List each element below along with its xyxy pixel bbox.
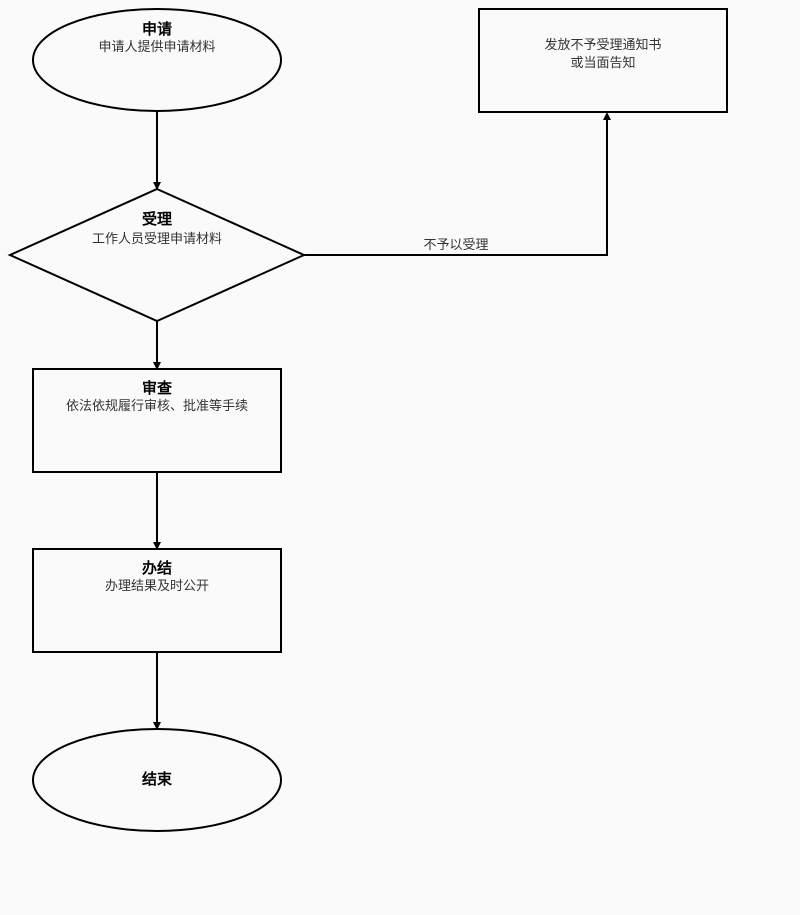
- node-end-title: 结束: [142, 770, 173, 788]
- node-accept: 受理 工作人员受理申请材料: [7, 187, 307, 323]
- reject-box: [478, 8, 728, 113]
- edge-reject-label: 不予以受理: [423, 238, 488, 253]
- node-accept-subtitle: 工作人员受理申请材料: [92, 232, 222, 247]
- node-apply-title: 申请: [142, 20, 172, 38]
- node-apply: 申请 申请人提供申请材料: [32, 8, 282, 112]
- node-apply-subtitle: 申请人提供申请材料: [98, 39, 215, 55]
- node-review-title: 审查: [142, 379, 173, 397]
- node-accept-title: 受理: [142, 210, 172, 228]
- node-reject-line1: 发放不予受理通知书: [544, 37, 661, 53]
- node-complete-title: 办结: [142, 559, 172, 577]
- node-complete: 办结 办理结果及时公开: [32, 548, 282, 653]
- node-end: 结束: [32, 728, 282, 832]
- start-ellipse: [32, 8, 282, 112]
- node-reject: 发放不予受理通知书 或当面告知: [478, 8, 728, 113]
- node-review-subtitle: 依法依规履行审核、批准等手续: [66, 398, 248, 414]
- arrow-accept-to-reject: [304, 112, 611, 256]
- node-reject-line2: 或当面告知: [570, 55, 635, 71]
- node-complete-subtitle: 办理结果及时公开: [105, 579, 209, 594]
- decision-diamond: [7, 187, 307, 323]
- end-ellipse: [32, 728, 282, 832]
- node-review: 审查 依法依规履行审核、批准等手续: [32, 368, 282, 473]
